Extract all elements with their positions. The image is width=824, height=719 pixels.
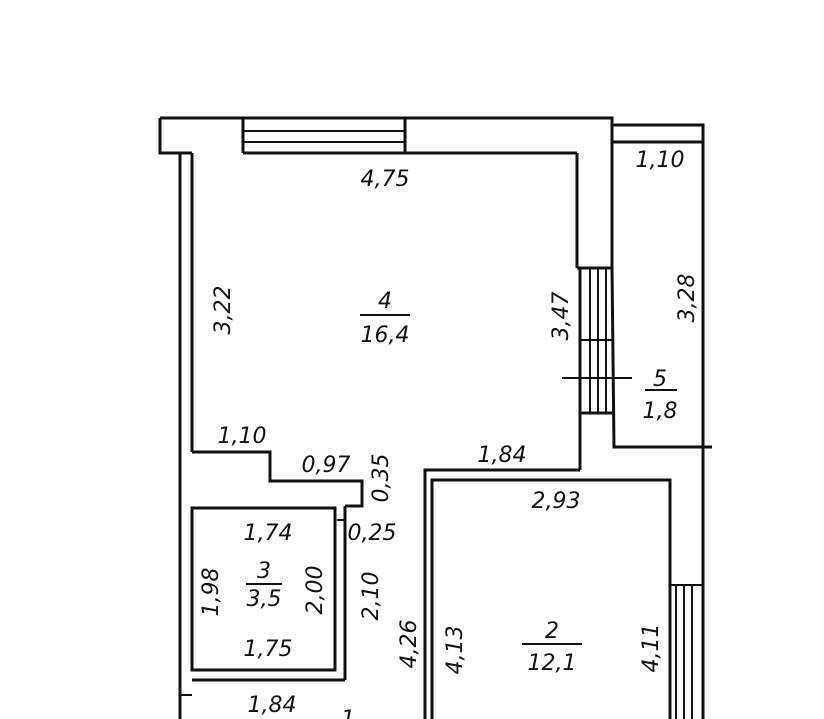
dim-room3-bottom: 1,75 — [244, 637, 293, 662]
dim-room2-right: 4,11 — [639, 624, 664, 673]
dim-room4-right: 3,47 — [549, 292, 574, 341]
balcony-door — [562, 268, 632, 413]
dim-room2-left: 4,13 — [443, 626, 468, 675]
dim-room4-step-v: 0,35 — [369, 454, 394, 503]
dim-room3-right: 2,00 — [303, 566, 328, 615]
top-wall — [158, 116, 614, 268]
top-window — [243, 130, 405, 143]
room-4-area: 16,4 — [361, 323, 410, 348]
dim-room3-top: 1,74 — [244, 521, 293, 546]
room-3-number: 3 — [257, 559, 271, 584]
room-5-number: 5 — [653, 367, 667, 392]
dim-room4-left: 3,22 — [211, 286, 236, 335]
dim-corridor: 2,10 — [359, 572, 384, 621]
dim-room4-step2: 0,97 — [302, 453, 351, 478]
dim-room4-bottom: 1,84 — [478, 443, 527, 468]
dim-room2-top: 2,93 — [532, 489, 581, 514]
room2-walls — [430, 478, 703, 719]
balcony — [610, 123, 712, 719]
room-2-area: 12,1 — [528, 651, 577, 676]
left-wall — [178, 153, 194, 719]
dim-room4-top: 4,75 — [361, 167, 410, 192]
room3-walls — [190, 506, 347, 682]
room4-bottom-wall — [192, 450, 580, 719]
room-3-area: 3,5 — [247, 587, 282, 612]
dim-balcony-right: 3,28 — [675, 274, 700, 323]
dim-corridor-right: 4,26 — [397, 620, 422, 669]
dim-balcony-top: 1,10 — [636, 148, 685, 173]
dim-room4-step1: 1,10 — [218, 424, 267, 449]
room-2-number: 2 — [545, 619, 559, 644]
room-5-area: 1,8 — [643, 399, 678, 424]
room-1-number: 1 — [341, 707, 355, 719]
dim-room1-top: 1,84 — [248, 693, 297, 718]
room-4-number: 4 — [378, 289, 392, 314]
dim-room3-left: 1,98 — [199, 568, 224, 617]
dim-wall-gap: 0,25 — [348, 521, 397, 546]
